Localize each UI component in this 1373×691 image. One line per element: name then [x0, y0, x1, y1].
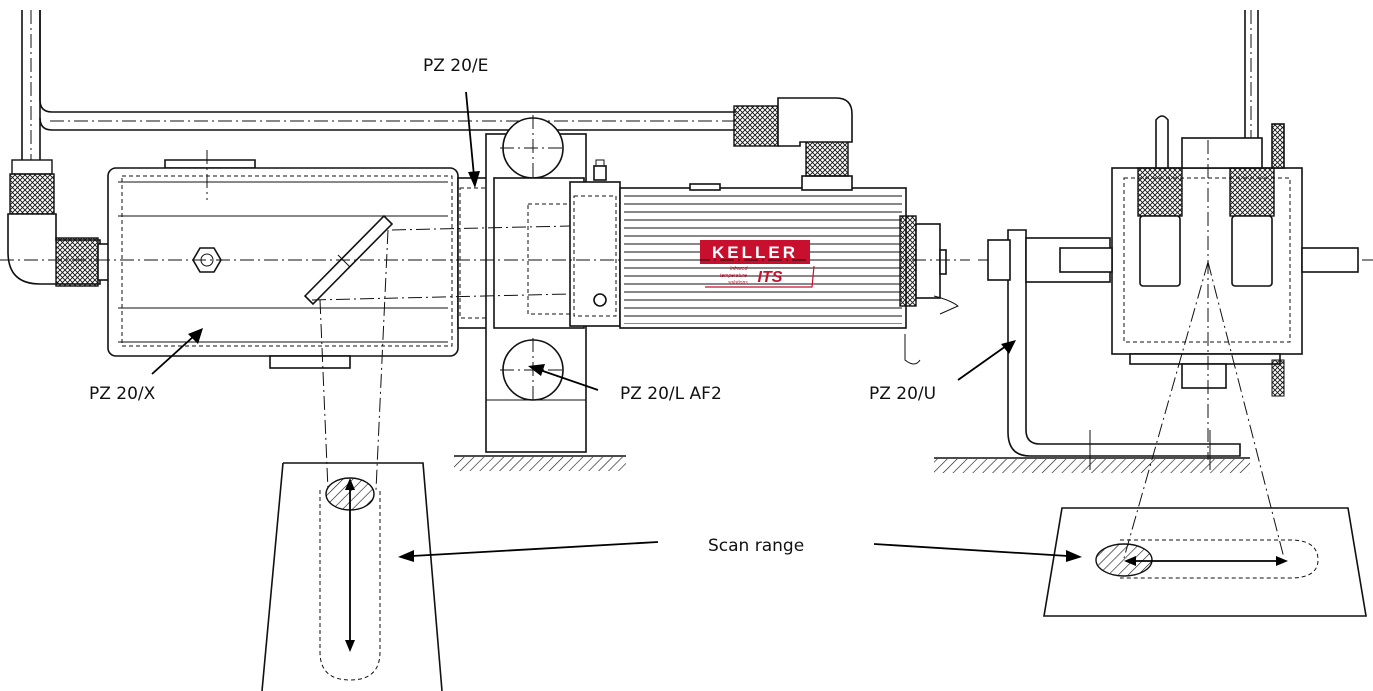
scan-target-left [261, 462, 443, 691]
cable-left [21, 10, 41, 160]
beam-lines [311, 225, 571, 491]
pz20x-housing [107, 150, 459, 369]
left-connector [7, 159, 113, 287]
label-pz20u: PZ 20/U [869, 384, 937, 404]
logo-sub-text: ITS [758, 269, 783, 286]
label-pz20l: PZ 20/L AF2 [620, 384, 722, 404]
logo-tagline-2: temperature [720, 273, 747, 279]
top-connector [733, 97, 853, 147]
label-scan-range: Scan range [708, 536, 805, 556]
logo-brand-text: KELLER [712, 243, 798, 262]
fov-cone [1123, 140, 1285, 559]
pyrometer-body [569, 139, 959, 365]
pz20u-housing [1059, 115, 1359, 397]
logo-tagline-3: solutions [728, 280, 748, 286]
ground-left [454, 455, 626, 471]
label-pz20x: PZ 20/X [89, 384, 156, 404]
label-pz20e: PZ 20/E [423, 56, 489, 76]
cable-top [39, 10, 736, 131]
logo-tagline-1: Infrared [730, 266, 747, 272]
callout-arrows [151, 91, 1082, 562]
scan-target-right [1043, 507, 1367, 617]
